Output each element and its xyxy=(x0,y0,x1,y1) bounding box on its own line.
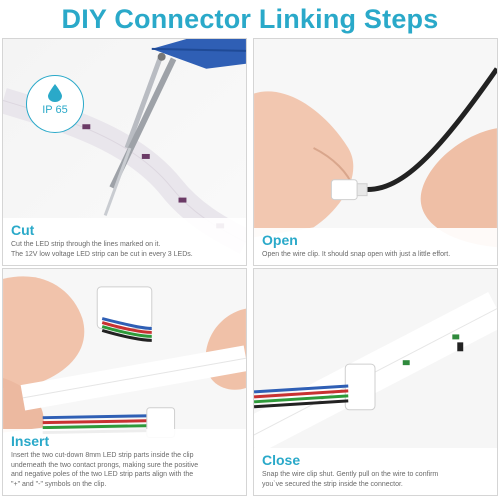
connector-wires xyxy=(254,384,349,409)
led-chips xyxy=(402,334,460,366)
step-text-line: "+" and "-" symbols on the clip. xyxy=(11,480,107,488)
clip-wires xyxy=(101,317,152,342)
left-hand xyxy=(254,91,354,238)
ip65-label: IP 65 xyxy=(42,104,68,116)
step-panel-open: Open Open the wire clip. It should snap … xyxy=(253,38,498,266)
right-hand xyxy=(420,128,497,248)
step-caption-cut: Cut Cut the LED strip through the lines … xyxy=(3,218,246,265)
step-heading: Open xyxy=(262,231,298,248)
wire-clip xyxy=(344,363,376,411)
wire-clip xyxy=(330,179,358,201)
step-text-line: Open the wire clip. It should snap open … xyxy=(262,250,451,258)
step-caption-close: Close Snap the wire clip shut. Gently pu… xyxy=(254,448,497,495)
step-heading: Close xyxy=(262,452,301,468)
step-panel-insert: Insert Insert the two cut-down 8mm LED s… xyxy=(2,268,247,496)
open-illustration xyxy=(254,39,497,265)
step-panel-cut: IP 65 Cut Cut the LED strip through the … xyxy=(2,38,247,266)
step-caption-open: Open Open the wire clip. It should snap … xyxy=(254,227,497,265)
step-heading: Insert xyxy=(11,433,50,449)
step-heading: Cut xyxy=(11,222,35,238)
step-text-line: Snap the wire clip shut. Gently pull on … xyxy=(262,471,439,478)
page-title: DIY Connector Linking Steps xyxy=(61,4,439,34)
step-panel-close: Close Snap the wire clip shut. Gently pu… xyxy=(253,268,498,496)
connector-wire xyxy=(352,67,497,192)
step-text-line: and negative poles of the two LED strip … xyxy=(11,471,194,478)
step-text: Insert the two cut-down 8mm LED strip pa… xyxy=(11,451,238,489)
ip65-badge: IP 65 xyxy=(26,75,84,133)
step-text-line: you`ve secured the strip inside the conn… xyxy=(262,480,403,488)
step-text: Open the wire clip. It should snap open … xyxy=(262,250,489,260)
step-caption-insert: Insert Insert the two cut-down 8mm LED s… xyxy=(3,429,246,495)
step-text-line: Insert the two cut-down 8mm LED strip pa… xyxy=(11,452,194,459)
step-text: Cut the LED strip through the lines mark… xyxy=(11,240,238,259)
left-hand xyxy=(3,276,85,388)
scissors-icon xyxy=(103,39,246,216)
step-text: Snap the wire clip shut. Gently pull on … xyxy=(262,470,489,489)
step-text-line: underneath the two contact prongs, makin… xyxy=(11,461,199,469)
step-text-line: The 12V low voltage LED strip can be cut… xyxy=(11,250,193,258)
water-drop-icon xyxy=(48,84,62,102)
step-text-line: Cut the LED strip through the lines mark… xyxy=(11,241,161,248)
